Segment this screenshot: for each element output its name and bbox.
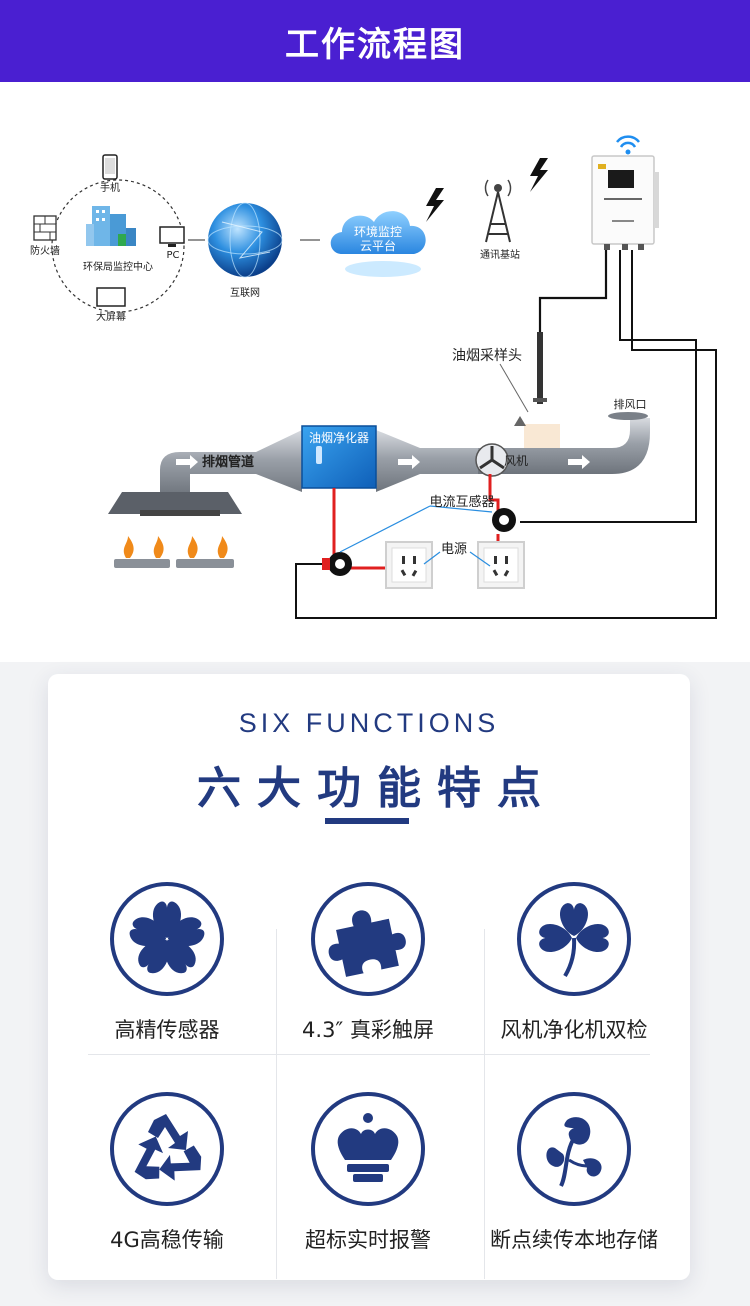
- base-station-label: 通讯基站: [480, 248, 520, 261]
- recycle-icon: [110, 1092, 224, 1206]
- phone-icon: [102, 154, 118, 180]
- purifier-unit: [301, 425, 377, 489]
- feature-label: 4G高稳传输: [110, 1228, 224, 1252]
- feature-label: 超标实时报警: [305, 1228, 431, 1252]
- feature-item: 4.3″ 真彩触屏: [268, 880, 468, 1044]
- internet-label: 互联网: [230, 287, 260, 299]
- page-title: 工作流程图: [285, 24, 465, 65]
- power-socket-icon: [385, 541, 433, 589]
- monitor-device-icon: [591, 155, 659, 250]
- functions-subtitle: SIX FUNCTIONS: [238, 708, 500, 738]
- exhaust-pipe-label: 排烟管道: [202, 454, 254, 470]
- wifi-icon: [616, 135, 640, 155]
- monitor-center-cluster: 环保局监控中心 手机 防火墙 PC 大屏幕: [30, 154, 185, 323]
- center-label: 环保局监控中心: [83, 260, 153, 273]
- crown-icon: [311, 1092, 425, 1206]
- cloud-label-line1: 环境监控: [354, 224, 402, 239]
- feature-item: 4G高稳传输: [67, 1090, 267, 1254]
- title-underline: [325, 818, 409, 824]
- exhaust-outlet-label: 排风口: [614, 397, 647, 411]
- feature-item: 高精传感器: [67, 880, 267, 1044]
- header-banner: 工作流程图: [0, 0, 750, 82]
- cloud-platform-icon: [330, 211, 426, 277]
- grid-divider: [88, 1054, 650, 1055]
- feature-label: 高精传感器: [114, 1018, 220, 1042]
- feature-label: 断点续传本地存储: [490, 1228, 658, 1252]
- feature-item: 超标实时报警: [268, 1090, 468, 1254]
- plant-icon: [517, 1092, 631, 1206]
- current-transformer-icon: [492, 508, 516, 532]
- current-transformer-icon: [322, 552, 352, 576]
- clover-icon: [110, 882, 224, 996]
- purifier-label: 油烟净化器: [309, 431, 369, 445]
- workflow-diagram: 环保局监控中心 手机 防火墙 PC 大屏幕: [0, 82, 750, 662]
- functions-title: 六大功能特点: [197, 763, 557, 814]
- sampling-head-label: 油烟采样头: [452, 348, 522, 364]
- functions-card: SIX FUNCTIONS 六大功能特点 高精传感器 4.3″ 真彩触屏: [48, 674, 690, 1280]
- exhaust-pipe: [108, 412, 650, 516]
- current-transformer-label: 电流互感器: [429, 494, 494, 510]
- bigscreen-icon: [96, 287, 126, 307]
- firewall-label: 防火墙: [30, 244, 60, 257]
- lightning-icon: [530, 158, 548, 192]
- clover-icon: [517, 882, 631, 996]
- pc-label: PC: [166, 250, 179, 261]
- internet-globe-icon: [207, 202, 283, 278]
- puzzle-icon: [311, 882, 425, 996]
- fan-label: 风机: [504, 454, 528, 468]
- firewall-icon: [33, 215, 57, 241]
- feature-label: 风机净化机双检: [500, 1018, 648, 1042]
- power-socket-icon: [477, 541, 525, 589]
- feature-label: 4.3″ 真彩触屏: [302, 1018, 434, 1042]
- tower-icon: [484, 179, 512, 243]
- cloud-label-line2: 云平台: [360, 238, 396, 253]
- stove-icons: [114, 536, 234, 568]
- fan-icon: [475, 443, 509, 477]
- pc-icon: [159, 226, 185, 247]
- grid-divider: [276, 929, 277, 1279]
- power-label: 电源: [441, 542, 467, 557]
- phone-label: 手机: [100, 181, 120, 194]
- feature-item: 风机净化机双检: [474, 880, 674, 1044]
- feature-item: 断点续传本地存储: [474, 1090, 674, 1254]
- building-icon: [86, 206, 136, 246]
- grid-divider: [484, 929, 485, 1279]
- lightning-icon: [426, 188, 444, 222]
- bigscreen-label: 大屏幕: [96, 310, 126, 323]
